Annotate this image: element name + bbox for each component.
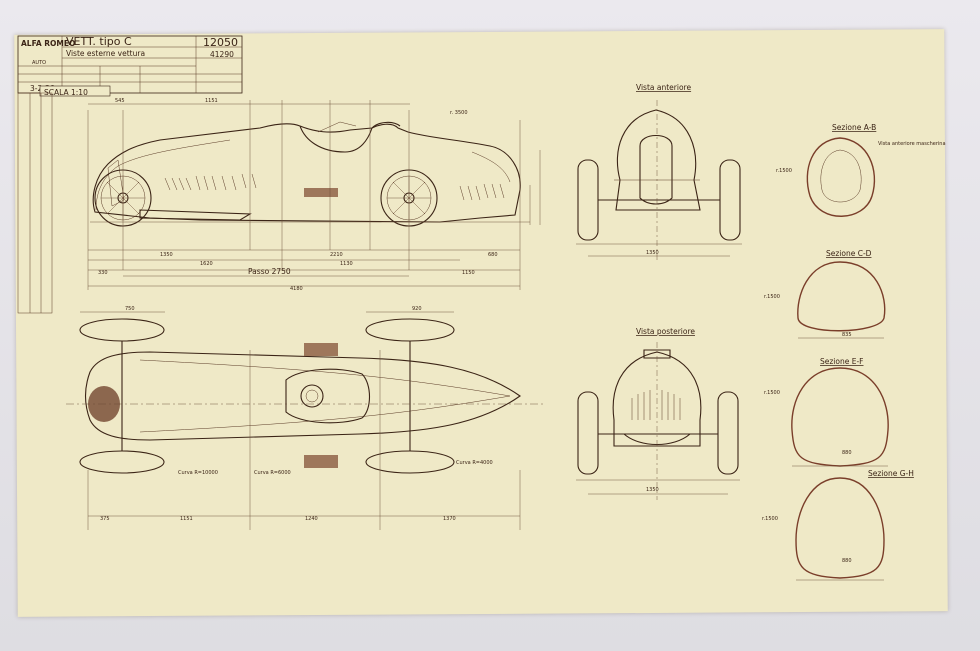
brand-label: ALFA ROMEO — [21, 39, 75, 48]
curve-label-3: Curva R=4000 — [456, 460, 493, 466]
section-ef: Sezione E-F r.1500 880 — [764, 357, 889, 467]
department-label: AUTO — [32, 60, 46, 66]
dim-length-d: 1370 — [443, 516, 456, 522]
dim-radius: r. 3500 — [450, 110, 468, 116]
section-ab: Sezione A-B Vista anteriore mascherina r… — [776, 123, 946, 217]
curve-label-2: Curva R=6000 — [254, 470, 291, 476]
dim-length-c: 1240 — [305, 516, 318, 522]
curve-label-1: Curva R=10000 — [178, 470, 218, 476]
dim-segment-d: 1130 — [340, 261, 353, 267]
ref-number: 41290 — [210, 50, 234, 59]
front-view-title: Vista anteriore — [636, 83, 691, 92]
side-view: 545 1151 r. 3500 1350 1620 2210 1130 680… — [87, 98, 541, 292]
section-ef-title: Sezione E-F — [820, 357, 864, 366]
section-cd-width: 835 — [842, 332, 852, 338]
dim-segment-c: 2210 — [330, 252, 343, 258]
section-ab-title: Sezione A-B — [832, 123, 876, 132]
dim-length-a: 375 — [100, 516, 110, 522]
section-gh: Sezione G-H r.1500 880 — [762, 469, 914, 581]
model-label: VETT. tipo C — [66, 35, 132, 48]
dim-rear-width: 920 — [412, 306, 422, 312]
section-cd: Sezione C-D r.1500 835 — [764, 249, 886, 339]
dim-segment-e: 680 — [488, 252, 498, 258]
dim-height-2: 1151 — [205, 98, 218, 104]
section-ef-width: 880 — [842, 450, 852, 456]
scale-label: SCALA 1:10 — [44, 88, 88, 97]
section-ab-radius: r.1500 — [776, 168, 792, 174]
dim-segment-b: 1620 — [200, 261, 213, 267]
front-track-dim: 1350 — [646, 250, 659, 256]
dim-overall-length: 4180 — [290, 286, 303, 292]
dim-front-overhang: 330 — [98, 270, 108, 276]
section-cd-title: Sezione C-D — [826, 249, 872, 258]
rear-view-title: Vista posteriore — [636, 327, 695, 336]
dim-length-b: 1151 — [180, 516, 193, 522]
front-view: Vista anteriore 1350 — [576, 83, 742, 262]
drawing-number: 12050 — [203, 36, 238, 49]
description-label: Viste esterne vettura — [66, 49, 145, 58]
dim-top-width: 750 — [125, 306, 135, 312]
section-gh-width: 880 — [842, 558, 852, 564]
rear-view: Vista posteriore 1350 — [576, 327, 740, 500]
dim-height-1: 545 — [115, 98, 125, 104]
section-ef-radius: r.1500 — [764, 390, 780, 396]
title-block: ALFA ROMEO VETT. tipo C Viste esterne ve… — [17, 35, 243, 314]
dim-wheelbase: Passo 2750 — [248, 267, 291, 276]
section-ab-note: Vista anteriore mascherina — [878, 141, 946, 147]
dim-rear-overhang: 1150 — [462, 270, 475, 276]
section-gh-radius: r.1500 — [762, 516, 778, 522]
section-cd-radius: r.1500 — [764, 294, 780, 300]
rear-track-dim: 1350 — [646, 487, 659, 493]
section-gh-title: Sezione G-H — [868, 469, 914, 478]
top-view: 750 920 375 1151 1240 1370 Curva R=10000… — [66, 306, 545, 530]
dim-segment-a: 1350 — [160, 252, 173, 258]
